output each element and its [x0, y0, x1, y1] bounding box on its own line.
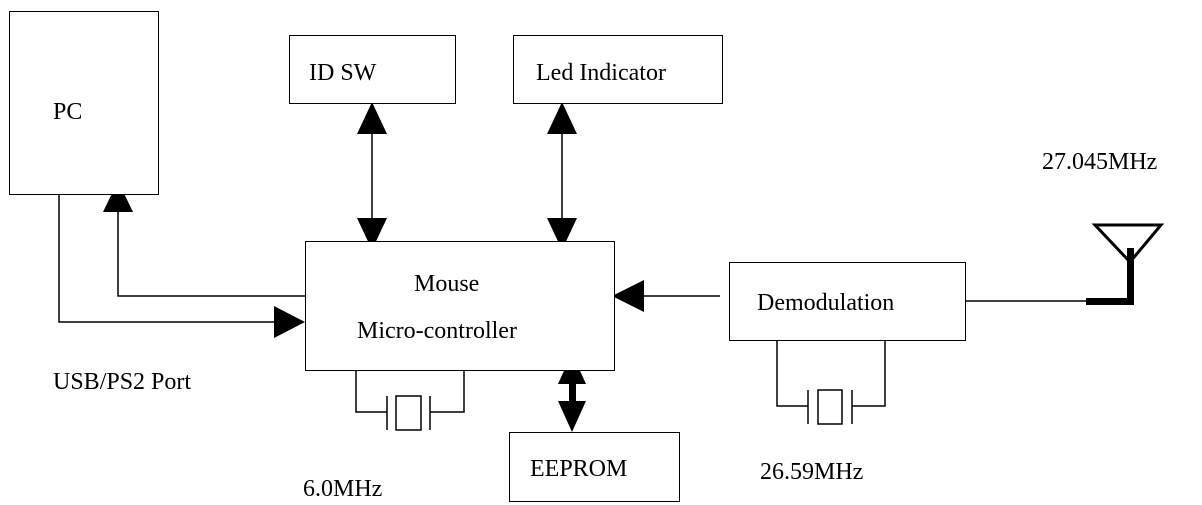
eeprom-label: EEPROM: [530, 456, 628, 482]
arrow-to-mcu: [274, 306, 305, 338]
mcu-label-line1: Mouse: [414, 271, 480, 297]
mcu-to-pc-line: [117, 212, 305, 297]
crystal-demod-circuit: [776, 340, 808, 407]
crystal-mcu-frequency: 6.0MHz: [303, 476, 383, 502]
arrow-to-pc: [103, 181, 133, 212]
mcu-label-line2: Micro-controller: [357, 318, 517, 344]
pc-to-mcu-line: [58, 183, 278, 323]
arrow-idsw-down: [357, 218, 387, 250]
id-sw-label: ID SW: [309, 60, 377, 86]
demodulation-label: Demodulation: [757, 290, 895, 316]
eeprom-block: EEPROM: [509, 432, 680, 502]
crystal-demod-frequency: 26.59MHz: [760, 459, 864, 485]
arrow-led-down: [547, 218, 577, 250]
arrow-demod-to-mcu: [612, 280, 644, 312]
led-indicator-label: Led Indicator: [536, 60, 666, 86]
demodulation-block: Demodulation: [729, 262, 966, 341]
pc-label: PC: [53, 99, 83, 125]
crystal-mcu-circuit: [355, 370, 387, 413]
port-label: USB/PS2 Port: [53, 369, 192, 395]
id-sw-block: ID SW: [289, 35, 456, 104]
rf-frequency: 27.045MHz: [1042, 149, 1158, 175]
arrow-led-up: [547, 102, 577, 134]
pc-block: PC: [9, 11, 159, 195]
arrow-idsw-up: [357, 102, 387, 134]
led-indicator-block: Led Indicator: [513, 35, 723, 104]
arrow-eeprom-down: [558, 401, 586, 432]
mcu-block: Mouse Micro-controller: [305, 241, 615, 371]
